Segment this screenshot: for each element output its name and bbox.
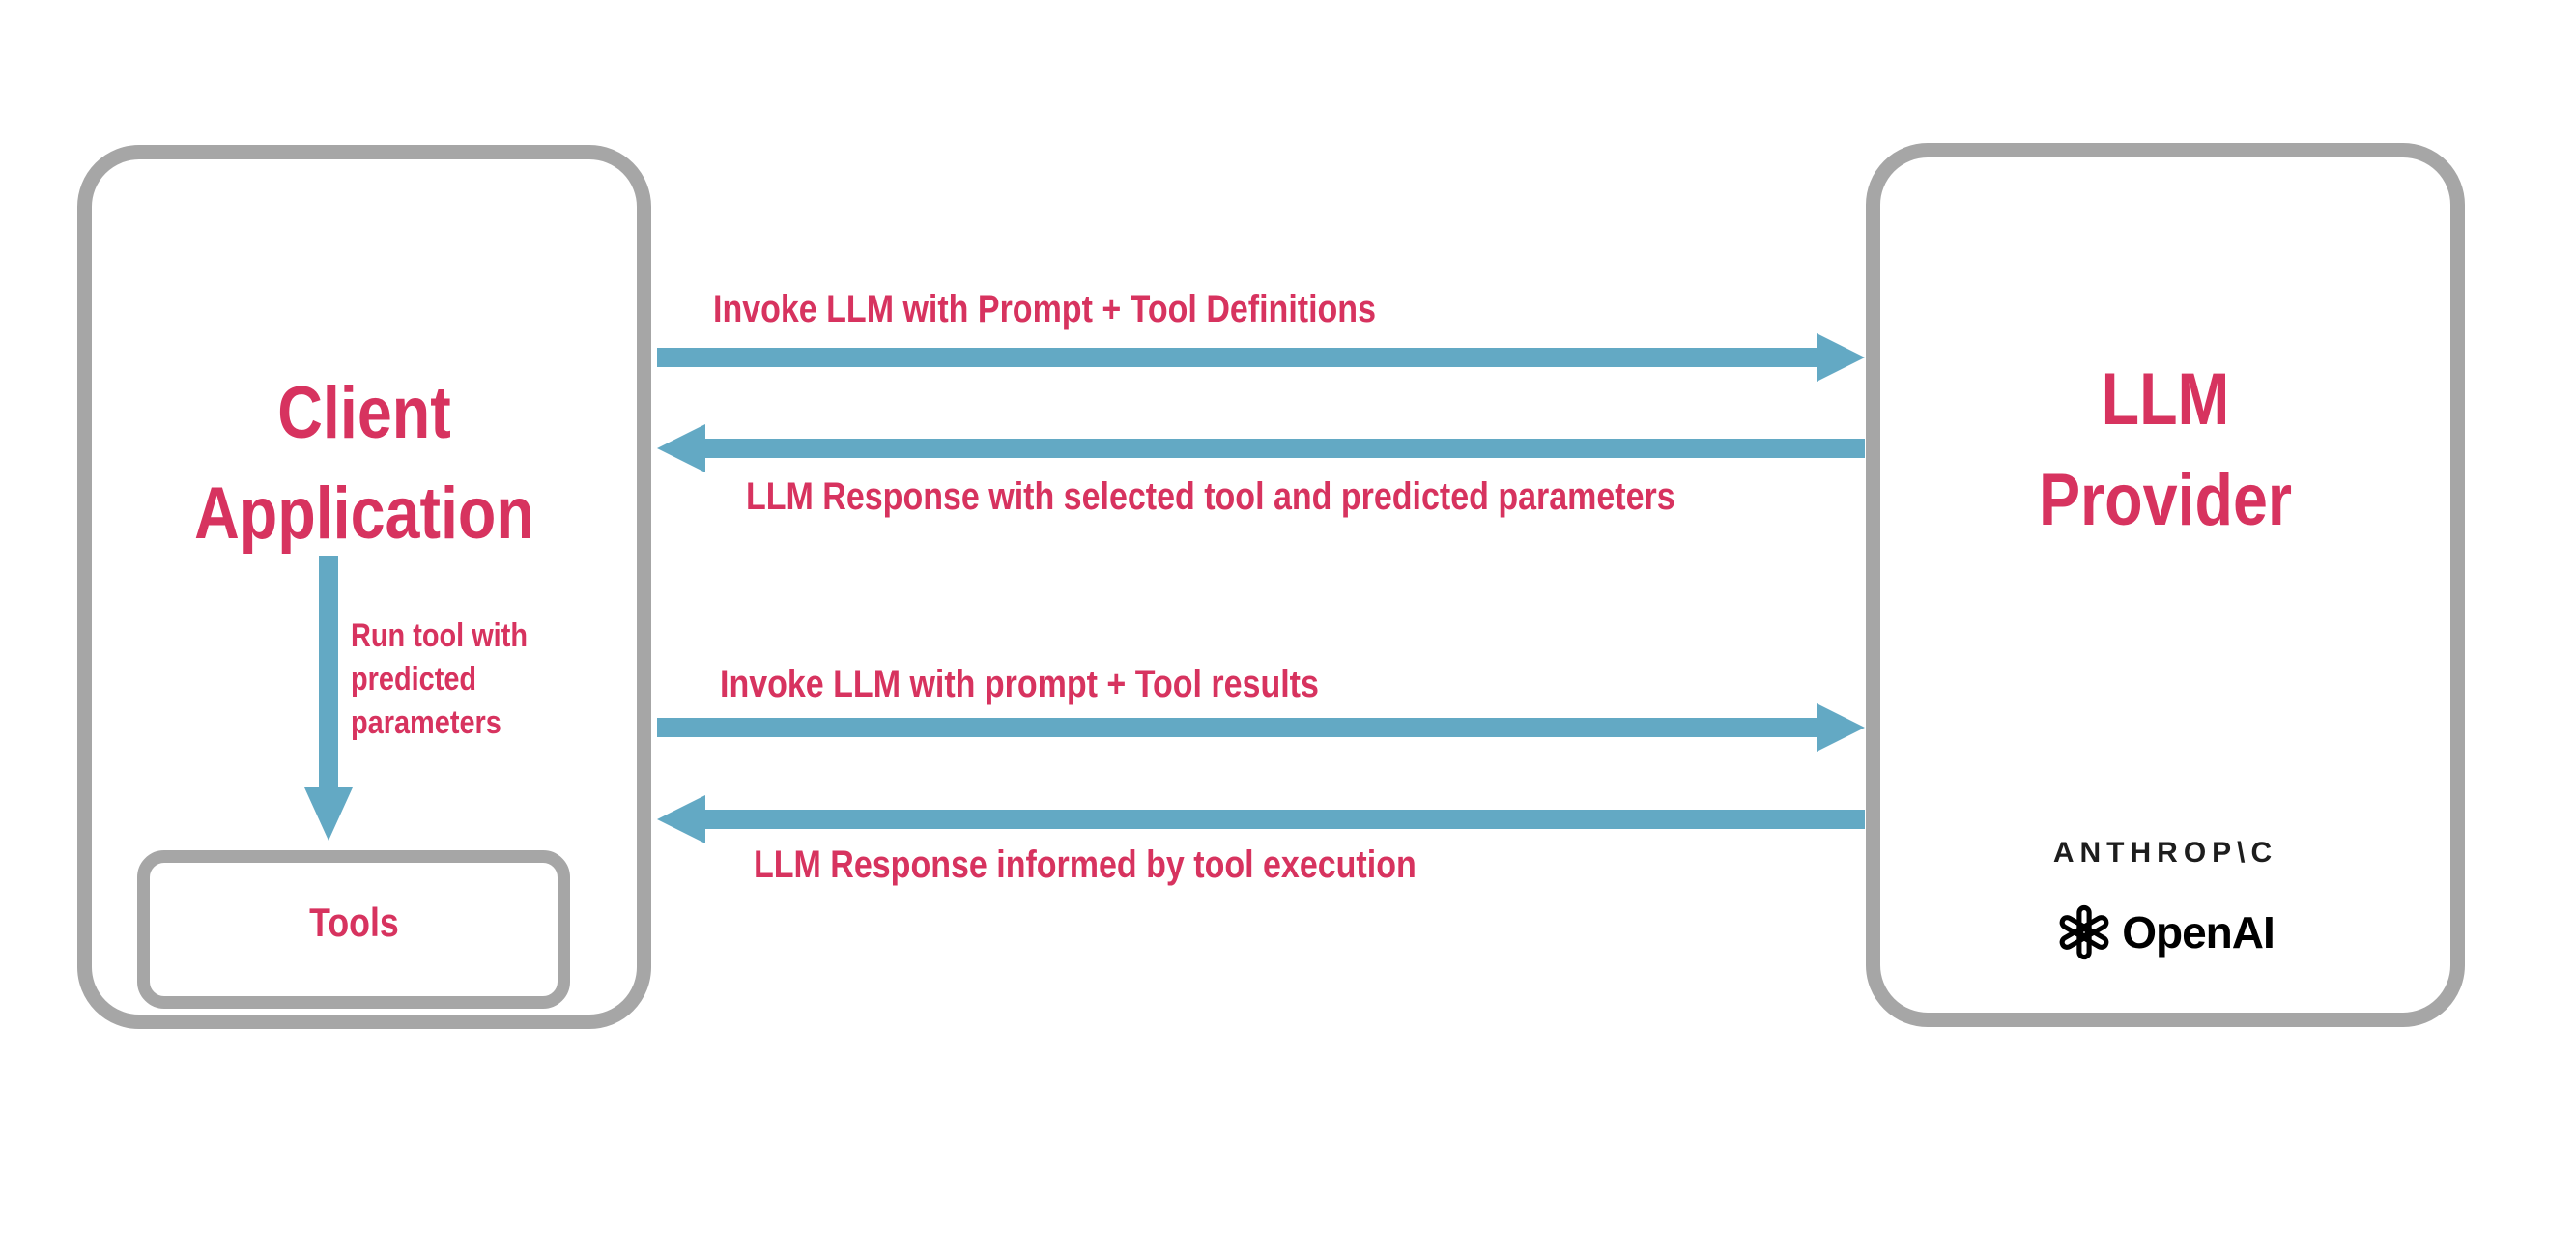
tools-box: Tools [137, 850, 570, 1009]
llm-provider-title: LLM Provider [1866, 350, 2465, 551]
tools-label: Tools [308, 900, 399, 945]
arrowhead-right-icon [1817, 333, 1865, 382]
provider-title-line-1: LLM [2101, 358, 2230, 441]
openai-logo-icon [2059, 904, 2109, 960]
run-tool-arrowhead-icon [304, 787, 353, 841]
openai-logo-text: OpenAI [2122, 907, 2275, 958]
arrowhead-right-icon [1817, 703, 1865, 752]
arrow-invoke-results-shaft [657, 718, 1818, 737]
openai-logo: OpenAI [1866, 904, 2465, 960]
llm-provider-box [1866, 143, 2465, 1027]
run-tool-label-line-1: Run tool with [351, 617, 528, 654]
arrow-label-invoke-results: Invoke LLM with prompt + Tool results [720, 662, 1424, 706]
arrow-label-response-informed: LLM Response informed by tool execution [754, 843, 1533, 887]
arrow-invoke-results [657, 703, 1865, 752]
run-tool-label-line-3: parameters [351, 704, 501, 741]
arrow-label-invoke-definitions-text: Invoke LLM with Prompt + Tool Definition… [713, 288, 1376, 330]
arrow-response-selected-tool [657, 424, 1865, 472]
arrow-label-response-selected-tool: LLM Response with selected tool and pred… [746, 474, 1839, 519]
arrow-label-response-selected-tool-text: LLM Response with selected tool and pred… [746, 475, 1675, 518]
provider-title-line-2: Provider [2038, 459, 2293, 541]
run-tool-label: Run tool with predicted parameters [351, 615, 558, 745]
arrow-invoke-definitions-shaft [657, 348, 1818, 367]
arrow-response-informed-shaft [703, 810, 1865, 829]
arrowhead-left-icon [657, 795, 705, 843]
arrowhead-left-icon [657, 424, 705, 472]
arrow-invoke-definitions [657, 333, 1865, 382]
arrow-response-informed [657, 795, 1865, 843]
client-title-line-2: Application [194, 472, 534, 555]
run-tool-arrow-down-icon [304, 556, 353, 841]
client-application-title: Client Application [77, 363, 651, 564]
arrow-response-selected-tool-shaft [703, 439, 1865, 458]
anthropic-logo: ANTHROP\C [2052, 837, 2278, 869]
arrow-label-invoke-results-text: Invoke LLM with prompt + Tool results [720, 663, 1319, 705]
run-tool-label-line-2: predicted [351, 661, 477, 698]
client-title-line-1: Client [277, 372, 451, 454]
arrow-label-invoke-definitions: Invoke LLM with Prompt + Tool Definition… [713, 287, 1493, 331]
arrow-label-response-informed-text: LLM Response informed by tool execution [754, 843, 1417, 886]
run-tool-arrow-shaft [319, 556, 338, 787]
